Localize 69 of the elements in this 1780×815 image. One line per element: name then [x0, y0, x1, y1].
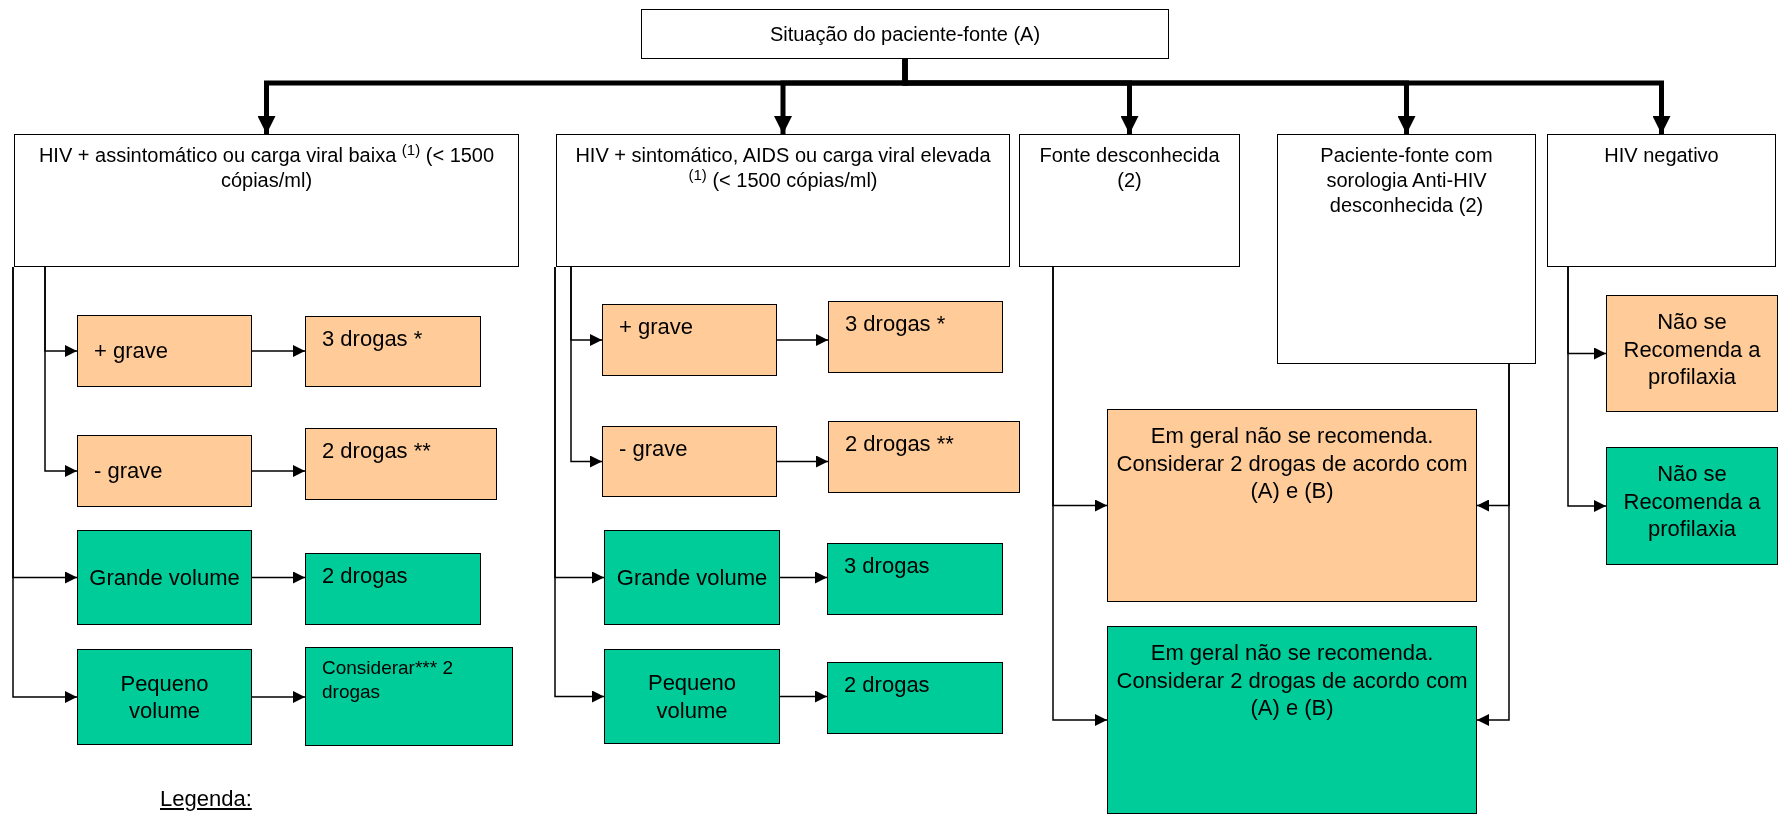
process-box	[602, 426, 777, 497]
box-text: - grave	[94, 457, 163, 485]
process-box	[305, 316, 481, 387]
process-box	[305, 553, 481, 625]
arrow	[1052, 266, 1108, 726]
process-box	[1277, 134, 1536, 364]
box-text: Situação do paciente-fonte (A)	[769, 21, 1041, 47]
arrow	[251, 571, 306, 584]
box-text: 3 drogas *	[322, 325, 423, 353]
box-text: - grave	[619, 435, 688, 463]
box-text: Grande volume	[616, 563, 768, 592]
box-text: Paciente-fonte com sorologia Anti-HIV desconhecida (2)	[1319, 143, 1494, 218]
box-text: 3 drogas	[844, 552, 930, 580]
arrow	[1476, 363, 1510, 726]
legend-heading: Legenda:	[160, 785, 252, 813]
box-text: + grave	[619, 313, 693, 341]
arrow	[779, 571, 828, 584]
process-box	[77, 530, 252, 625]
box-text: Grande volume	[89, 563, 240, 592]
box-text: Não se Recomenda a profilaxia	[1622, 460, 1762, 543]
arrow	[902, 59, 1671, 134]
arrow	[44, 266, 78, 477]
box-text: Pequeno volume	[119, 669, 210, 725]
process-box	[1107, 626, 1477, 814]
process-box	[828, 421, 1020, 493]
arrow	[251, 345, 306, 357]
box-text: + grave	[94, 337, 168, 365]
process-box	[1606, 295, 1778, 412]
box-text: Considerar*** 2 drogas	[322, 656, 454, 704]
arrow	[1567, 266, 1607, 512]
box-text: Pequeno volume	[646, 669, 738, 724]
process-box	[305, 647, 513, 746]
box-text: HIV negativo	[1604, 143, 1719, 168]
process-box	[827, 543, 1003, 615]
process-box	[602, 304, 777, 376]
process-box	[77, 435, 252, 507]
box-text: 3 drogas *	[845, 310, 946, 338]
process-box	[641, 9, 1169, 59]
process-box	[556, 134, 1010, 267]
box-text: 2 drogas	[322, 562, 408, 590]
process-box	[77, 649, 252, 745]
process-box	[14, 134, 519, 267]
arrow	[251, 691, 306, 703]
arrow	[554, 266, 605, 703]
box-text: 2 drogas	[844, 671, 930, 699]
arrow	[779, 690, 828, 703]
process-box	[604, 530, 780, 625]
arrow	[251, 465, 306, 477]
box-text: 2 drogas **	[322, 437, 431, 465]
box-text: HIV + sintomático, AIDS ou carga viral elevada $^{(1)}$ (< 1500 cópias/ml)	[574, 143, 992, 193]
process-box	[1107, 409, 1477, 602]
process-box	[604, 649, 780, 744]
arrow	[570, 266, 603, 468]
process-box	[1606, 447, 1778, 565]
box-text: Em geral não se recomenda. Considerar 2 drogas de acordo com (A) e (B)	[1116, 422, 1468, 505]
process-box	[827, 662, 1003, 734]
box-text: Fonte desconhecida (2)	[1038, 143, 1221, 193]
process-box	[305, 428, 497, 500]
process-box	[1019, 134, 1240, 267]
arrow	[776, 334, 829, 346]
box-text: 2 drogas **	[845, 430, 954, 458]
process-box	[828, 301, 1003, 373]
box-text: HIV + assintomático ou carga viral baixa $^{(1)}$ (< 1500 cópias/ml)	[37, 143, 496, 193]
process-box	[1547, 134, 1776, 267]
box-text: Não se Recomenda a profilaxia	[1622, 308, 1762, 391]
arrow	[776, 455, 829, 468]
box-text: Em geral não se recomenda. Considerar 2 drogas de acordo com (A) e (B)	[1116, 639, 1468, 722]
process-box	[77, 315, 252, 387]
arrow	[12, 266, 78, 703]
